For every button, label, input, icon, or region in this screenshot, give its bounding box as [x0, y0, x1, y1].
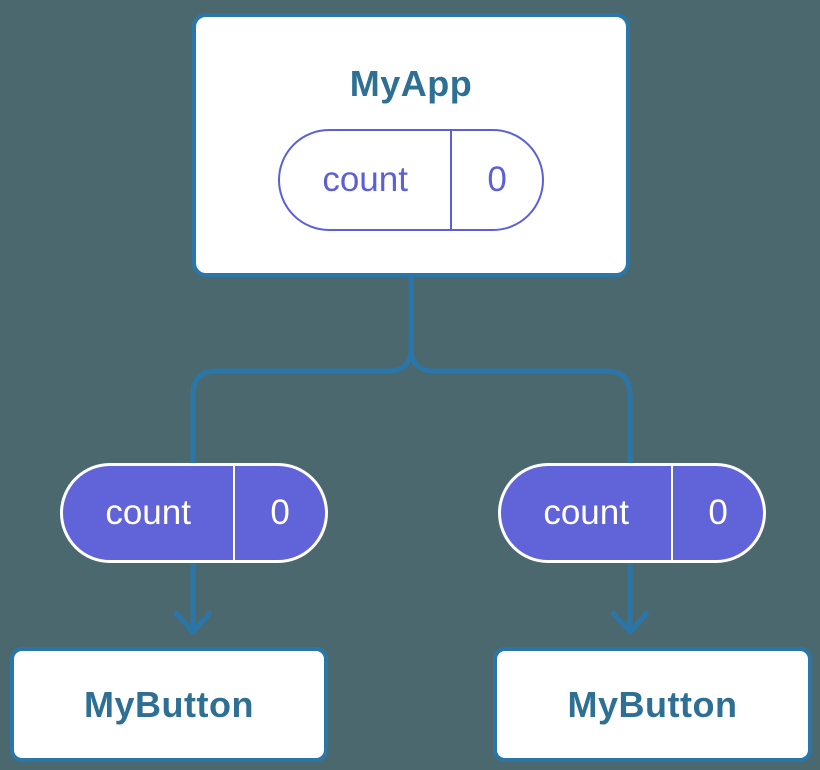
state-value: 0	[270, 493, 290, 532]
child-left-component-title: MyButton	[84, 683, 254, 725]
state-label: count	[280, 131, 453, 230]
root-state-pill: count 0	[278, 129, 544, 232]
arrowhead-down-left-icon	[174, 611, 212, 635]
state-label: count	[63, 466, 236, 560]
state-label: count	[501, 466, 674, 560]
arrowhead-down-right-icon	[611, 611, 649, 635]
child-right-component-card: MyButton	[493, 647, 812, 762]
root-component-title: MyApp	[349, 63, 473, 104]
state-value: 0	[708, 493, 728, 532]
child-left-component-card: MyButton	[10, 647, 328, 762]
child-right-component-title: MyButton	[567, 683, 738, 725]
tree-branch-right	[408, 347, 633, 465]
tree-branch-left	[190, 347, 414, 465]
state-value: 0	[487, 160, 507, 200]
root-component-card: MyApp count 0	[192, 13, 630, 277]
child-left-state-pill: count 0	[60, 463, 328, 563]
child-right-state-pill: count 0	[498, 463, 766, 563]
